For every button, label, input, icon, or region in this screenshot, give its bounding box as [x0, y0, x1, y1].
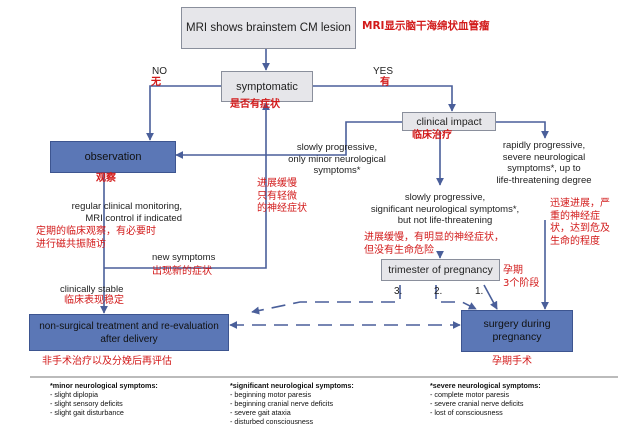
edge-to-rapidly [496, 121, 549, 139]
observation-node: observation [50, 141, 176, 173]
cn-surgery: 孕期手术 [492, 356, 532, 367]
yes-label: YES [373, 66, 394, 77]
cn-new-symptoms: 出现新的症状 [152, 266, 212, 277]
cn-observation: 观察 [96, 173, 116, 184]
symptomatic-node: symptomatic [221, 71, 313, 102]
surgery-node: surgery during pregnancy [461, 310, 573, 352]
trimester-1-label: 1. [475, 286, 484, 297]
mri-node: MRI shows brainstem CM lesion [181, 7, 356, 49]
clinical-impact-node-label: clinical impact [416, 115, 482, 128]
rapidly-text: rapidly progressive, severe neurological… [496, 140, 592, 186]
cn-mri: MRI显示脑干海绵状血管瘤 [362, 20, 490, 32]
surgery-node-label: surgery during pregnancy [483, 318, 551, 343]
nonsurgical-node: non-surgical treatment and re-evaluation… [29, 314, 229, 351]
nonsurgical-node-label: non-surgical treatment and re-evaluation… [39, 320, 219, 345]
footer-minor-title: *minor neurological symptoms: [50, 381, 158, 390]
clinically-stable-text: clinically stable [60, 284, 124, 295]
no-label: NO [152, 66, 167, 77]
edge-no-observation [146, 85, 222, 141]
trimester-2-label: 2. [434, 286, 443, 297]
trimester-node-label: trimester of pregnancy [388, 264, 493, 276]
cn-nonsurgical: 非手术治疗以及分娩后再评估 [42, 356, 172, 367]
slowly-significant-text: slowly progressive, significant neurolog… [370, 192, 520, 226]
cn-symptomatic: 是否有症状 [230, 99, 280, 110]
trimester-3-label: 3. [394, 286, 403, 297]
slowly-minor-text: slowly progressive, only minor neurologi… [288, 142, 386, 176]
cn-yes: 有 [380, 77, 390, 88]
edge-to-slowly-minor [175, 121, 402, 159]
footer-significant: *significant neurological symptoms: - be… [230, 381, 354, 426]
trimester-node: trimester of pregnancy [381, 259, 500, 281]
footer-significant-title: *significant neurological symptoms: [230, 381, 354, 390]
cn-no: 无 [151, 77, 161, 88]
edge-tri1 [483, 284, 498, 310]
footer-severe-title: *severe neurological symptoms: [430, 381, 541, 390]
mri-node-label: MRI shows brainstem CM lesion [186, 22, 351, 34]
footer-severe: *severe neurological symptoms: - complet… [430, 381, 541, 417]
cn-monitoring: 定期的临床观察，有必要时 进行磁共振随访 [36, 226, 156, 250]
cn-clinical-impact: 临床治疗 [412, 130, 452, 141]
monitoring-text: regular clinical monitoring, MRI control… [71, 201, 182, 224]
edge-yes-clinical-impact [312, 85, 456, 112]
clinical-impact-node: clinical impact [402, 112, 496, 131]
observation-node-label: observation [84, 151, 142, 163]
footer-minor: *minor neurological symptoms: - slight d… [50, 381, 158, 417]
symptomatic-node-label: symptomatic [236, 80, 298, 93]
cn-clinically-stable: 临床表现稳定 [64, 295, 124, 306]
cn-rapid: 迅速进展，严 重的神经症 状，达到危及 生命的程度 [550, 198, 610, 247]
edge-new-symptoms [104, 102, 270, 269]
edge-tri3 [251, 285, 401, 315]
cn-trimester: 孕期 3个阶段 [503, 265, 540, 289]
cn-slow-minor: 进展缓慢 只有轻微 的神经症状 [257, 178, 307, 214]
new-symptoms-text: new symptoms [152, 252, 216, 263]
edge-tri2 [435, 285, 477, 310]
cn-slow-significant: 进展缓慢，有明显的神经症状， 但没有生命危险 [364, 232, 504, 256]
